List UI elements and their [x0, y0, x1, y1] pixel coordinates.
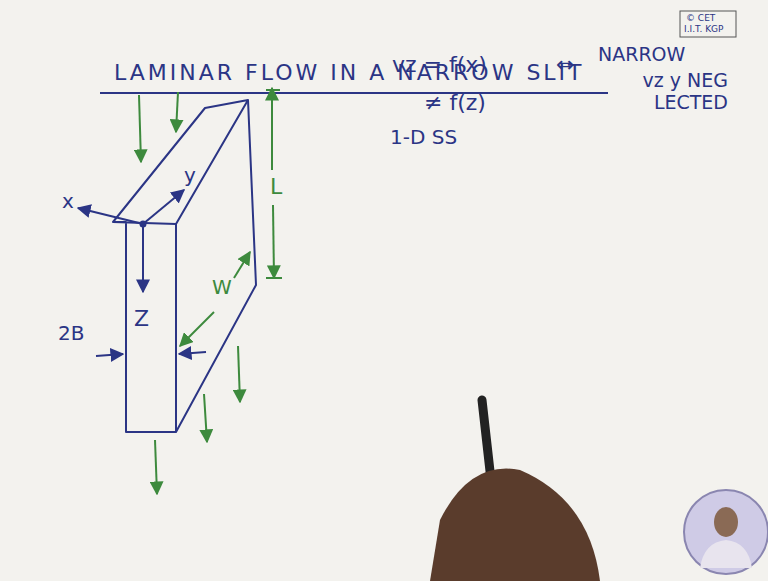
watermark-box [680, 11, 736, 37]
slit-slab [113, 100, 256, 432]
note: 1-D SS [390, 126, 457, 149]
note: vz y NEG LECTED [598, 70, 728, 114]
slide-title: LAMINAR FLOW IN A NARROW SLIT [114, 60, 585, 85]
symbol: ⇔ [556, 52, 574, 77]
hand-with-pen [430, 400, 600, 581]
axis-label: y [184, 164, 196, 187]
watermark: © CET [686, 13, 715, 23]
thickness-arrows [96, 352, 206, 356]
dimension-label: 2B [58, 322, 84, 345]
equation: vz = f(x) [392, 52, 487, 77]
flow-arrows [139, 88, 282, 494]
watermark: I.I.T. KGP [684, 24, 724, 34]
dimension-label: L [270, 174, 282, 199]
equation: ≠ f(z) [424, 90, 486, 115]
presenter-inset [684, 490, 768, 574]
axes [78, 190, 184, 292]
title-underline [100, 92, 608, 94]
note: NARROW [598, 44, 685, 66]
axis-label: Z [134, 306, 149, 331]
axis-label: x [62, 190, 74, 213]
dimension-label: W [212, 276, 232, 299]
